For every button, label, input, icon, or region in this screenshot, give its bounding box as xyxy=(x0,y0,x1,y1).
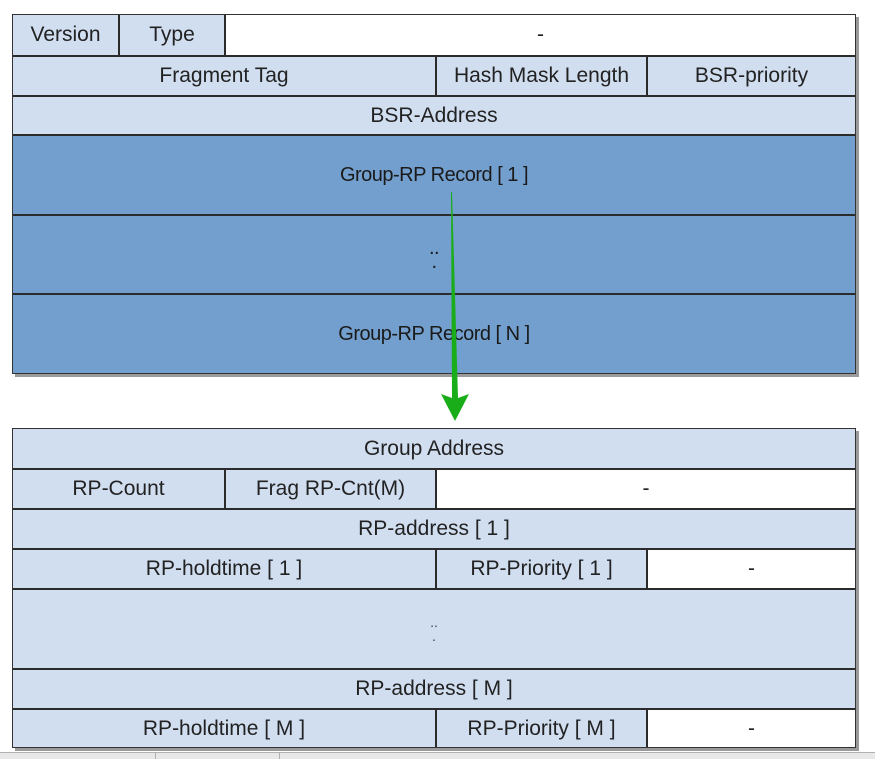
field-rp-address-1: RP-address [ 1 ] xyxy=(13,510,855,548)
row-rp-address-m: RP-address [ M ] xyxy=(13,668,855,708)
field-fragment-tag: Fragment Tag xyxy=(13,57,435,95)
ellipsis: .. . xyxy=(13,216,855,293)
ellipsis-bottom: . xyxy=(431,250,437,273)
row-rp-ellipsis: .. . xyxy=(13,588,855,668)
field-group-rp-record-n: Group-RP Record [ N ] xyxy=(13,295,855,373)
field-version: Version xyxy=(13,15,118,55)
field-rp-priority-1: RP-Priority [ 1 ] xyxy=(435,550,646,588)
field-rp-holdtime-1: RP-holdtime [ 1 ] xyxy=(13,550,435,588)
bottom-segment xyxy=(156,753,280,759)
row-rp-address-1: RP-address [ 1 ] xyxy=(13,508,855,548)
ellipsis-top: .. xyxy=(428,236,440,259)
row-bsr-address: BSR-Address xyxy=(13,95,855,134)
field-reserved: - xyxy=(646,550,855,588)
bsr-message-table: Version Type - Fragment Tag Hash Mask Le… xyxy=(12,14,856,374)
row-rp-holdtime-1: RP-holdtime [ 1 ] RP-Priority [ 1 ] - xyxy=(13,548,855,588)
bottom-segment xyxy=(0,753,156,759)
row-group-rp-ellipsis: .. . xyxy=(13,214,855,293)
ellipsis: .. . xyxy=(13,590,855,668)
row-group-rp-record-1: Group-RP Record [ 1 ] xyxy=(13,134,855,214)
row-group-address: Group Address xyxy=(13,429,855,468)
field-type: Type xyxy=(118,15,224,55)
field-reserved: - xyxy=(646,710,855,747)
field-bsr-priority: BSR-priority xyxy=(646,57,855,95)
field-hash-mask-length: Hash Mask Length xyxy=(435,57,646,95)
row-fragment-tag: Fragment Tag Hash Mask Length BSR-priori… xyxy=(13,55,855,95)
field-rp-priority-m: RP-Priority [ M ] xyxy=(435,710,646,747)
field-reserved: - xyxy=(435,470,855,508)
ellipsis-top: .. xyxy=(430,614,438,630)
field-reserved: - xyxy=(224,15,855,55)
field-rp-count: RP-Count xyxy=(13,470,224,508)
row-version-type: Version Type - xyxy=(13,15,855,55)
field-rp-holdtime-m: RP-holdtime [ M ] xyxy=(13,710,435,747)
window-bottom-edge xyxy=(0,752,875,759)
field-bsr-address: BSR-Address xyxy=(13,97,855,134)
group-rp-record-table: Group Address RP-Count Frag RP-Cnt(M) - … xyxy=(12,428,856,748)
ellipsis-bottom: . xyxy=(432,628,436,644)
row-group-rp-record-n: Group-RP Record [ N ] xyxy=(13,293,855,373)
field-frag-rp-cnt: Frag RP-Cnt(M) xyxy=(224,470,435,508)
field-group-address: Group Address xyxy=(13,429,855,468)
row-rp-count: RP-Count Frag RP-Cnt(M) - xyxy=(13,468,855,508)
field-group-rp-record-1: Group-RP Record [ 1 ] xyxy=(13,136,855,214)
field-rp-address-m: RP-address [ M ] xyxy=(13,670,855,708)
row-rp-holdtime-m: RP-holdtime [ M ] RP-Priority [ M ] - xyxy=(13,708,855,747)
